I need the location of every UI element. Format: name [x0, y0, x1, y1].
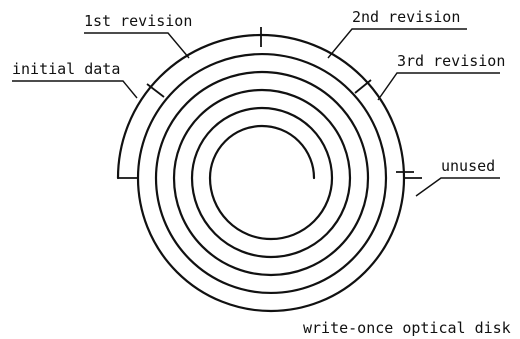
label-initial-data: initial data	[12, 60, 120, 78]
leader-second-revision	[327, 28, 467, 59]
leader-unused	[415, 177, 500, 197]
label-second-revision: 2nd revision	[352, 8, 460, 26]
label-third-revision: 3rd revision	[397, 52, 505, 70]
segment-dividers	[146, 27, 414, 173]
leader-initial-data	[12, 80, 138, 99]
leader-third-revision	[377, 72, 500, 101]
caption: write-once optical disk	[303, 319, 511, 337]
annotations: 1st revision 2nd revision 3rd revision i…	[12, 8, 511, 337]
divider-second-third	[354, 79, 372, 94]
divider-initial-first	[146, 83, 165, 98]
label-unused: unused	[441, 157, 495, 175]
spiral-track	[116, 33, 422, 313]
leader-first-revision	[84, 32, 190, 59]
spiral-track-line	[136, 52, 406, 313]
label-first-revision: 1st revision	[84, 12, 192, 30]
